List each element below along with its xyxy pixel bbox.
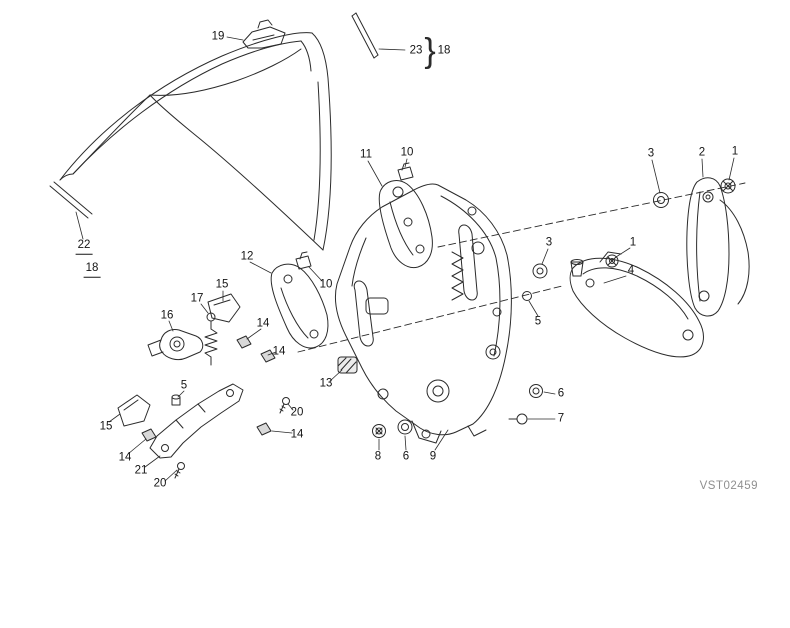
leader-lines	[75, 36, 735, 482]
part-11-bracket	[378, 180, 433, 269]
part-15-lower	[117, 394, 151, 427]
callout-label-3: 3	[647, 147, 655, 160]
callout-label-9: 9	[429, 450, 437, 463]
callout-label-20: 20	[153, 477, 167, 490]
callout-label-13: 13	[319, 377, 333, 390]
part-17-screw-spring	[204, 312, 218, 366]
callout-label-5: 5	[180, 379, 188, 392]
part-12-bracket	[270, 263, 329, 349]
callout-label-10: 10	[319, 278, 333, 291]
callout-label-21: 21	[134, 464, 148, 477]
callout-label-10: 10	[400, 146, 414, 159]
windshield-outline	[59, 32, 332, 251]
part-2-bracket	[686, 177, 750, 317]
fastener-axis-lines	[297, 182, 746, 353]
callout-label-16: 16	[160, 309, 174, 322]
callout-label-14: 14	[118, 451, 132, 464]
callout-label-4: 4	[627, 264, 635, 277]
callout-label-3: 3	[545, 236, 553, 249]
screw-20-b	[174, 462, 185, 479]
stud-5-left	[171, 394, 181, 406]
callout-label-22: 22	[75, 239, 93, 255]
grommet-3-mid	[532, 263, 548, 279]
screw-8	[372, 424, 386, 438]
part-19-clip	[242, 19, 286, 49]
callout-label-14: 14	[272, 345, 286, 358]
callout-label-18: 18	[83, 262, 101, 278]
callout-label-20: 20	[290, 406, 304, 419]
pad-14-b	[260, 349, 276, 363]
callout-label-8: 8	[374, 450, 382, 463]
ball-pin-5	[522, 291, 532, 301]
part-9-main-bracket	[334, 183, 512, 444]
part-15-upper	[207, 293, 241, 323]
washer-6-bottom	[397, 419, 413, 435]
callout-label-12: 12	[240, 250, 254, 263]
stud-7	[508, 413, 528, 425]
callout-label-18: 18	[437, 44, 451, 57]
part-16-bracket	[147, 329, 204, 361]
part-23-rod	[351, 12, 379, 59]
part-10-clip-lower	[295, 251, 312, 270]
part-21-bracket	[149, 383, 244, 459]
callout-label-1: 1	[629, 236, 637, 249]
callout-label-15: 15	[99, 420, 113, 433]
callout-label-6: 6	[402, 450, 410, 463]
washer-6-right	[529, 384, 543, 398]
grommet-3-top	[653, 192, 669, 208]
spacer-bushing	[570, 259, 584, 277]
callout-label-14: 14	[256, 317, 270, 330]
pad-14-d	[256, 422, 272, 436]
callout-brace: }	[424, 32, 436, 70]
callout-label-5: 5	[534, 315, 542, 328]
part-22-trim-strip	[49, 181, 93, 219]
callout-label-23: 23	[409, 44, 423, 57]
callout-label-14: 14	[290, 428, 304, 441]
part-13-pad	[337, 356, 358, 374]
fastener-1-top	[720, 178, 736, 194]
callout-label-17: 17	[190, 292, 204, 305]
diagram-code: VST02459	[699, 480, 758, 492]
callout-label-1: 1	[731, 145, 739, 158]
callout-label-15: 15	[215, 278, 229, 291]
callout-label-19: 19	[211, 30, 225, 43]
callout-label-6: 6	[557, 387, 565, 400]
part-4-bracket	[569, 251, 704, 358]
callout-label-2: 2	[698, 146, 706, 159]
part-10-clip-upper	[397, 162, 414, 181]
callout-label-11: 11	[360, 148, 372, 161]
screw-20-a	[279, 397, 290, 414]
callout-label-7: 7	[557, 412, 565, 425]
fastener-1-mid	[605, 254, 619, 268]
